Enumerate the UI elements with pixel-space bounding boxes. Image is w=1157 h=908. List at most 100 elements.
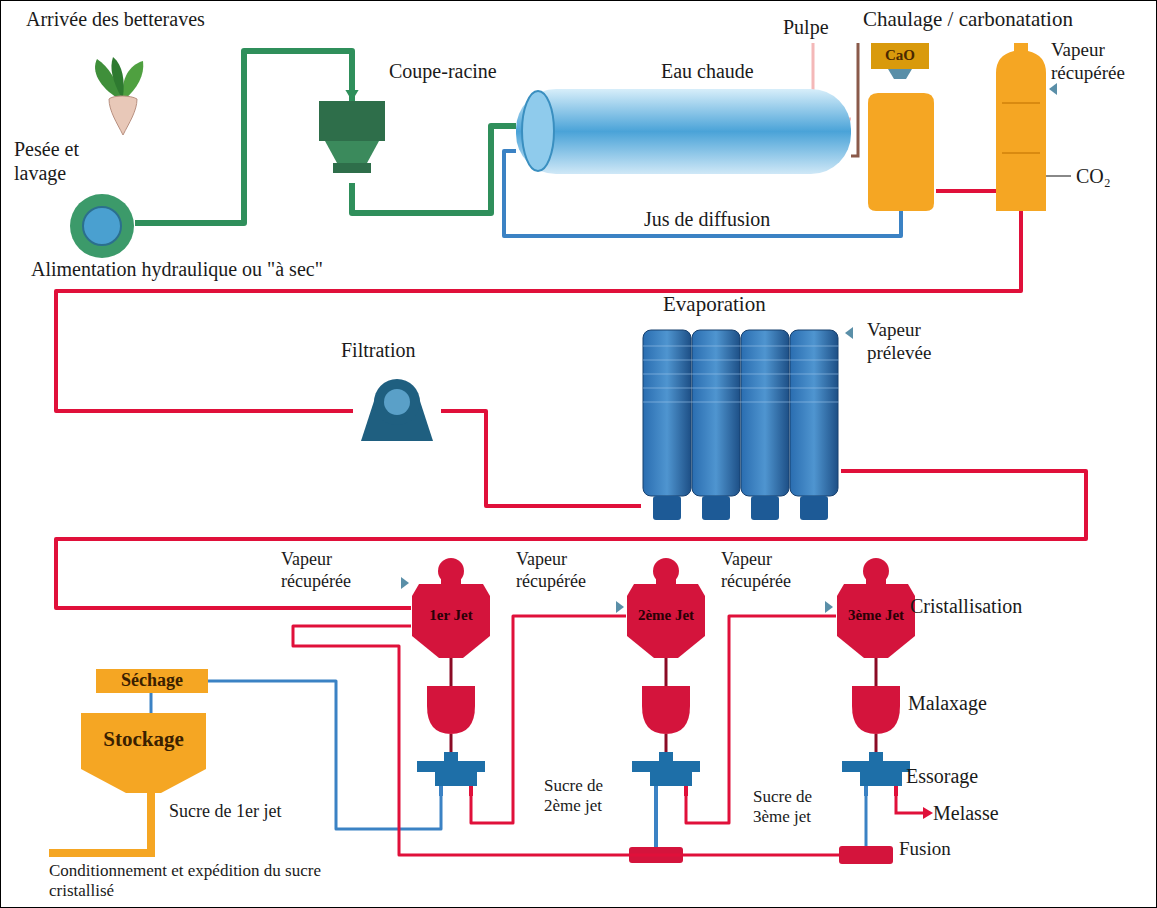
shape-part — [702, 496, 730, 520]
filter-shape — [353, 376, 441, 441]
beet-leaf — [111, 57, 123, 97]
silo-spout — [49, 793, 151, 853]
steam-marker — [825, 601, 833, 613]
shape-part — [875, 658, 878, 686]
steam-marker — [616, 601, 624, 613]
shape-part — [659, 752, 673, 761]
node-label: Coupe-racine — [389, 59, 497, 83]
text-label: Vapeur prélevée — [867, 319, 967, 365]
shape-part — [643, 346, 839, 347]
shape-part — [1002, 102, 1040, 104]
shape-part — [894, 786, 898, 796]
text-label: Melasse — [933, 801, 999, 825]
crystallizer: 2ème JetSucre de 2ème jet — [626, 556, 706, 796]
node-label: Pesée et lavage — [14, 137, 109, 185]
evaporator: Evaporation — [641, 326, 841, 521]
shape-part — [684, 786, 688, 796]
text-label: Vapeur récupérée — [721, 549, 821, 592]
shape-part — [839, 846, 893, 864]
shape-part — [800, 496, 828, 520]
node-label: 3ème Jet — [836, 606, 916, 624]
pipe-connector — [56, 211, 1021, 411]
crystallizer: 1er Jet — [411, 556, 491, 796]
text-label: Vapeur récupérée — [516, 549, 616, 592]
shape-part — [643, 374, 839, 375]
co2-inlet — [1046, 175, 1071, 177]
washer-drum: Pesée et lavage — [69, 193, 135, 259]
steam-markers — [401, 83, 1057, 613]
liming-tank-shape — [866, 43, 936, 211]
root-cutter: Coupe-racine — [319, 101, 385, 183]
diffuser-shape — [516, 89, 851, 174]
shape-part — [741, 330, 789, 496]
water-pipe — [851, 43, 858, 156]
pipe-connector — [865, 796, 868, 846]
shape-part — [692, 330, 740, 496]
node-label: CaO — [871, 46, 929, 64]
shape-part — [516, 89, 851, 174]
shape-part — [842, 761, 910, 772]
arrowhead — [345, 90, 358, 101]
shape-part — [522, 91, 554, 171]
filter: Filtration — [353, 376, 441, 441]
shape-part — [643, 330, 691, 496]
node-label: 1er Jet — [411, 606, 491, 624]
steam-marker — [845, 327, 853, 339]
shape-part — [81, 769, 206, 793]
shape-part — [860, 772, 902, 786]
shape-part — [837, 584, 915, 658]
root-cutter-shape — [319, 101, 385, 183]
node-label: Vapeur récupérée — [1051, 39, 1151, 85]
node-label: Cristallisation — [910, 594, 1022, 618]
beet-root — [109, 96, 137, 135]
crystallizer-shape — [836, 556, 916, 796]
shape-part — [412, 584, 490, 658]
node-label: Fusion — [899, 838, 951, 861]
shape-part — [852, 686, 900, 734]
pipe-connector — [441, 411, 641, 506]
shape-part — [81, 713, 206, 769]
shape-part — [653, 496, 681, 520]
shape-part — [871, 43, 929, 69]
shape-part — [444, 752, 458, 761]
text-label: Pulpe — [783, 15, 829, 39]
node-label: Filtration — [341, 338, 415, 362]
dryer: Séchage — [96, 669, 208, 693]
steam-marker — [401, 577, 409, 589]
shape-part — [1002, 152, 1040, 154]
node-label: Evaporation — [663, 292, 766, 317]
shape-part — [650, 772, 692, 786]
text-label: Alimentation hydraulique ou "à sec" — [31, 257, 323, 281]
text-label: Arrivée des betteraves — [26, 7, 205, 31]
liming-tank: Chaulage / carbonatationCaO — [866, 43, 936, 211]
shape-part — [643, 388, 839, 389]
shape-part — [627, 584, 705, 658]
shape-part — [450, 734, 453, 754]
node-label: Chaulage / carbonatation — [863, 7, 1073, 32]
molasses-arrowhead — [923, 807, 933, 819]
shape-part — [333, 163, 371, 173]
melter: Fusion — [839, 846, 893, 864]
shape-part — [632, 761, 700, 772]
shape-part — [790, 330, 838, 496]
carbonation-column: Vapeur récupérée — [996, 43, 1046, 211]
shape-part — [435, 772, 477, 786]
shape-part — [643, 402, 839, 403]
pipe-connector — [150, 693, 153, 713]
storage-silo: Stockage — [81, 713, 206, 793]
crystallizer-shape — [411, 556, 491, 796]
crystallizer: 3ème JetCristallisationMalaxageEssorage — [836, 556, 916, 796]
shape-part — [751, 496, 779, 520]
shape-part — [417, 761, 485, 772]
shape-part — [665, 734, 668, 754]
diffuser: Eau chaude — [516, 89, 851, 174]
shape-part — [70, 194, 134, 258]
shape-part — [427, 686, 475, 734]
shape-part — [665, 658, 668, 686]
storage-silo-shape — [81, 713, 206, 793]
shape-part — [654, 786, 658, 796]
shape-part — [875, 734, 878, 754]
sugar-pipe — [654, 796, 658, 847]
